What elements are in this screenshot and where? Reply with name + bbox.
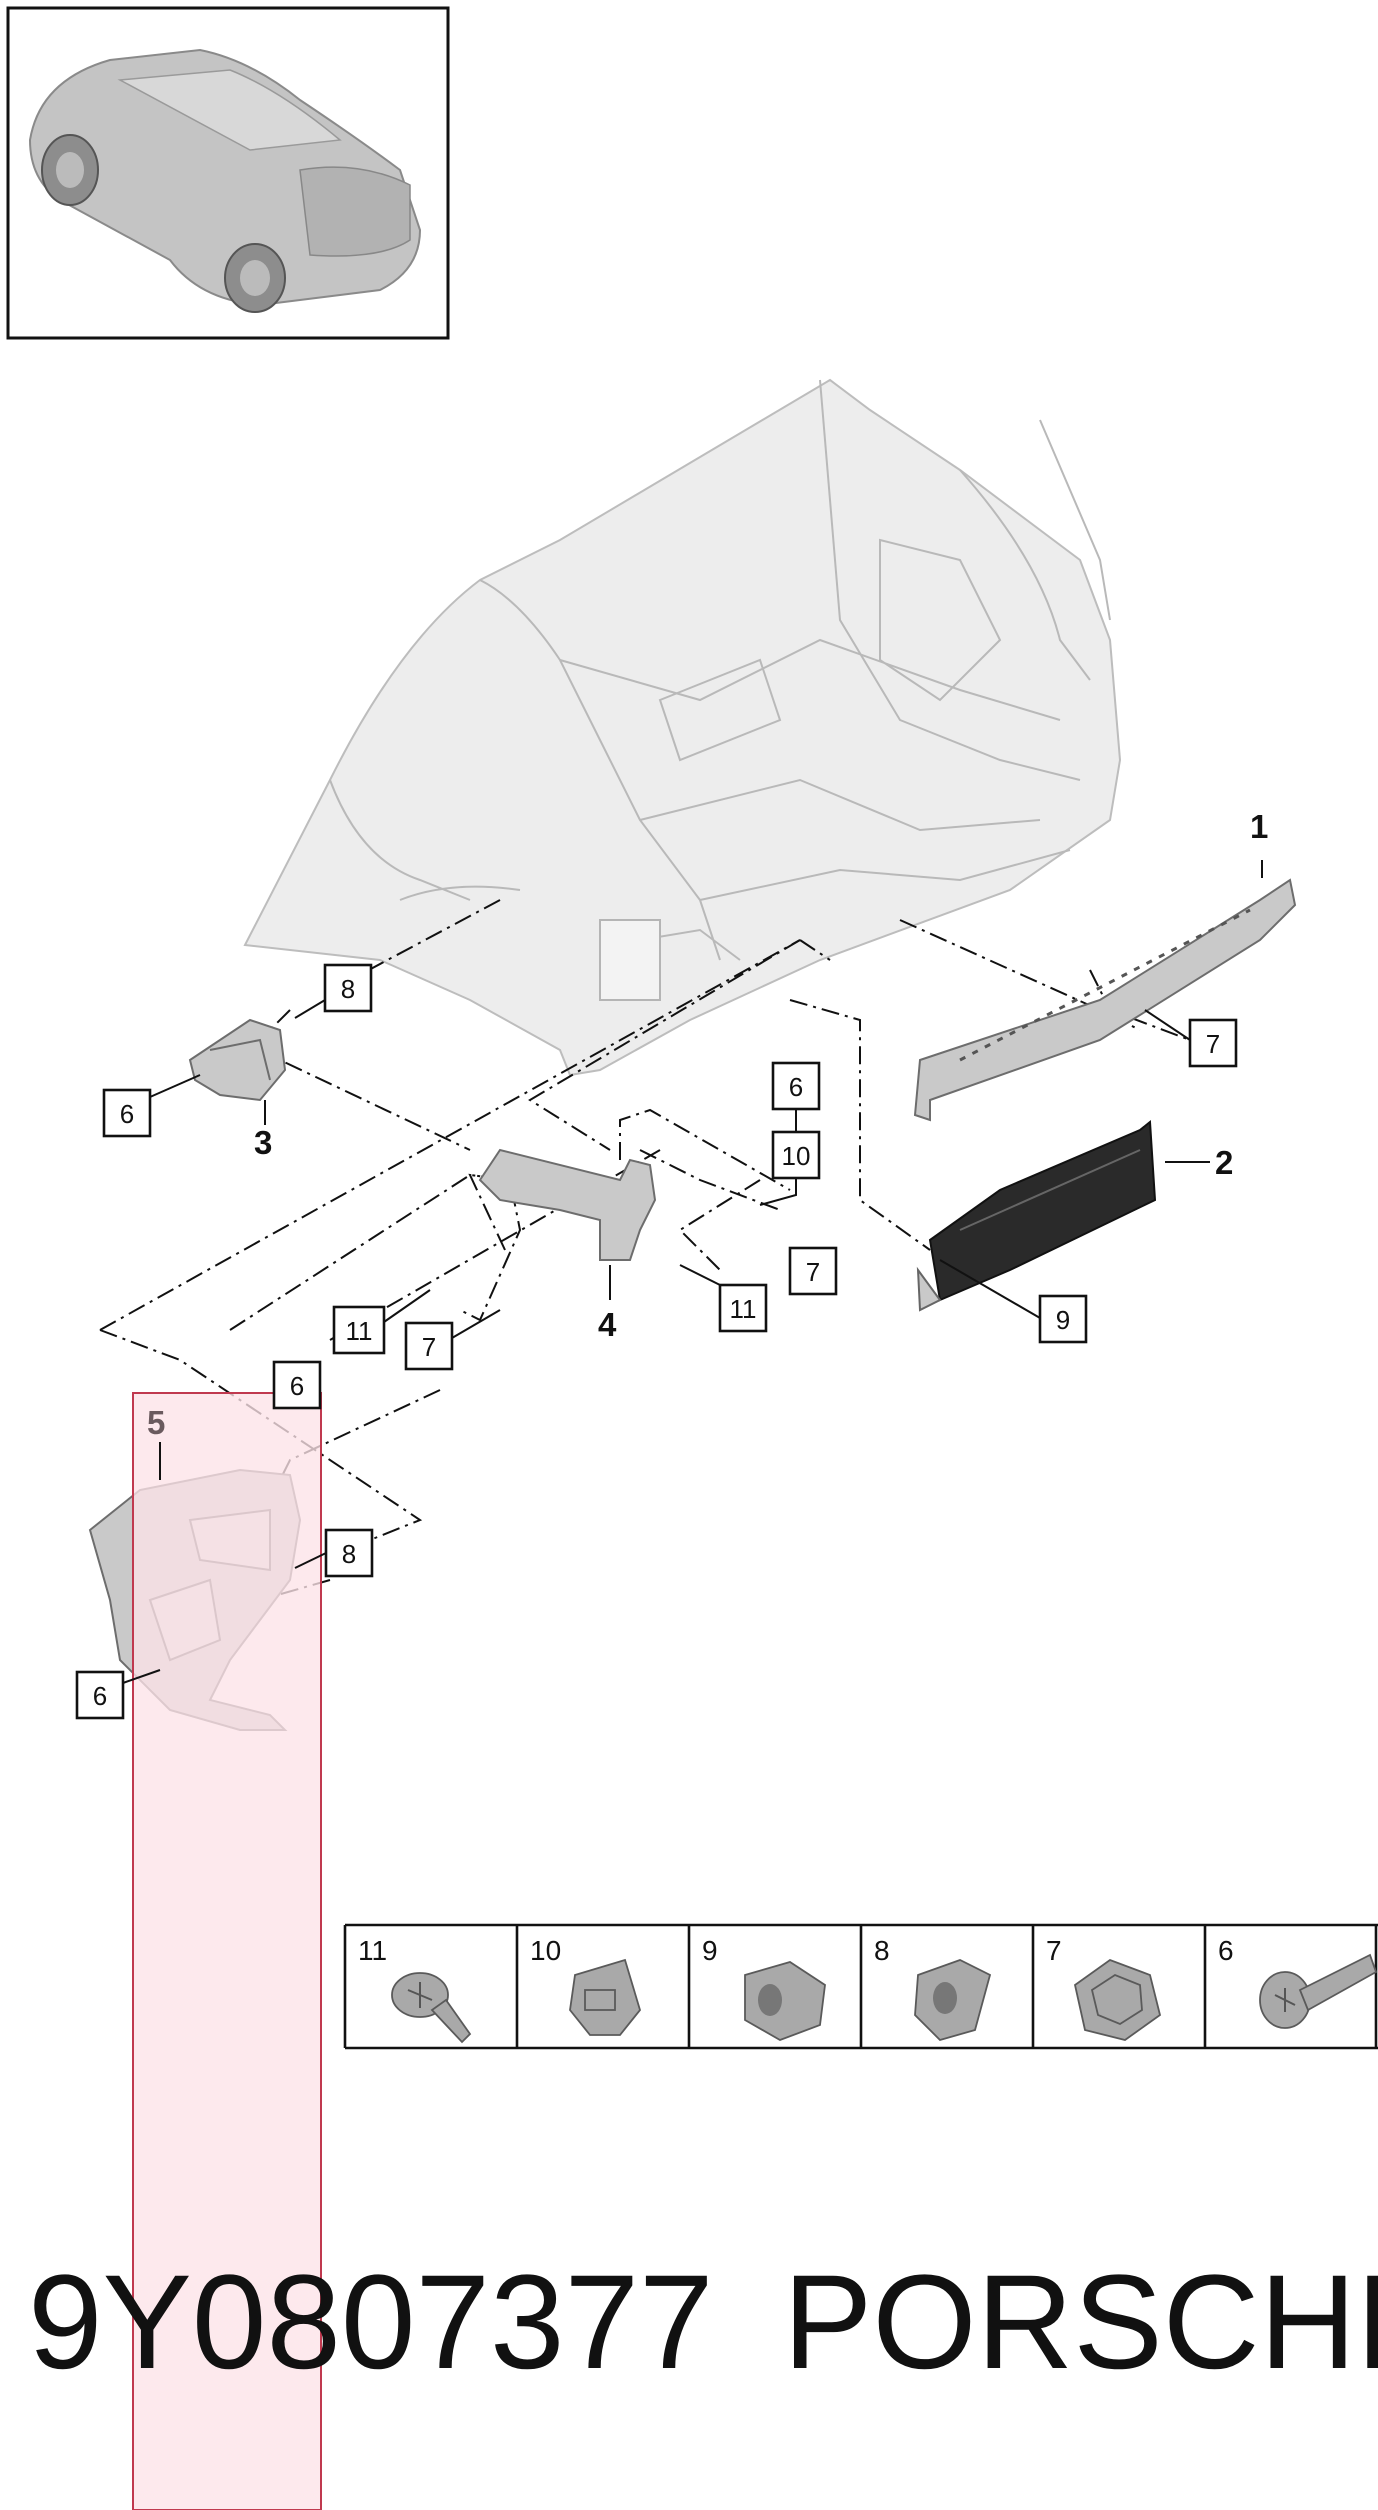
callout-6-mid: 6 [771, 1061, 821, 1132]
hex-nut-icon [744, 1961, 826, 2041]
part-3-bracket [188, 1018, 287, 1102]
callout-7-left: 7 [404, 1309, 501, 1371]
vehicle-thumbnail [6, 6, 450, 340]
self-tapping-screw-icon [391, 1972, 472, 2044]
expansion-clip-icon [569, 1958, 641, 2036]
callout-11-mid: 11 [679, 1264, 768, 1333]
rear-body-structure [243, 378, 1122, 1077]
part-number-2: 2 [1215, 1144, 1233, 1181]
callout-8-low: 8 [294, 1528, 374, 1578]
svg-text:7: 7 [1046, 1935, 1062, 1966]
part-number-4: 4 [598, 1306, 617, 1343]
svg-text:11: 11 [346, 1316, 373, 1346]
svg-text:6: 6 [120, 1099, 134, 1129]
spring-nut-icon [914, 1959, 992, 2042]
torx-bolt-icon [1259, 1953, 1378, 2029]
svg-text:7: 7 [1206, 1029, 1220, 1059]
svg-text:10: 10 [530, 1935, 561, 1966]
part-1-bumper-bracket [913, 878, 1297, 1122]
fastener-cell-9: 9 [702, 1935, 826, 2041]
svg-text:10: 10 [782, 1141, 811, 1171]
fastener-cell-11: 11 [358, 1935, 472, 2044]
callout-6-left: 6 [102, 1074, 201, 1138]
svg-text:8: 8 [874, 1935, 890, 1966]
svg-text:7: 7 [806, 1257, 820, 1287]
fastener-cell-10: 10 [530, 1935, 641, 2036]
part-number-3: 3 [254, 1124, 272, 1161]
part-code-caption: 9Y0807377 [28, 2248, 714, 2397]
svg-text:7: 7 [422, 1332, 436, 1362]
callout-9: 9 [939, 1259, 1088, 1344]
highlight-overlay [132, 1392, 322, 2510]
svg-text:6: 6 [290, 1371, 304, 1401]
svg-text:6: 6 [1218, 1935, 1234, 1966]
svg-text:9: 9 [702, 1935, 718, 1966]
svg-text:8: 8 [341, 974, 355, 1004]
svg-text:6: 6 [789, 1072, 803, 1102]
callout-7-mid: 7 [788, 1246, 838, 1296]
callout-10: 10 [759, 1130, 821, 1206]
brand-caption: PORSCHE [783, 2248, 1378, 2397]
svg-text:9: 9 [1056, 1305, 1070, 1335]
callout-6-bottom: 6 [75, 1669, 161, 1720]
svg-text:11: 11 [730, 1294, 757, 1324]
callout-8-top: 8 [294, 963, 373, 1019]
fastener-cell-6: 6 [1218, 1935, 1378, 2029]
part-number-1: 1 [1250, 808, 1268, 845]
part-number-5: 5 [147, 1404, 165, 1441]
fastener-cell-8: 8 [874, 1935, 992, 2042]
flange-nut-icon [1073, 1958, 1162, 2041]
svg-text:8: 8 [342, 1539, 356, 1569]
assembly-lines [99, 899, 1191, 1601]
callout-11-left: 11 [332, 1289, 431, 1355]
svg-text:11: 11 [358, 1935, 387, 1966]
car-icon [28, 48, 422, 313]
callout-6-low: 6 [272, 1360, 322, 1410]
callout-7-right: 7 [1144, 1009, 1238, 1068]
fastener-table: 11 10 9 8 [343, 1923, 1378, 2050]
part-2-bumper-trim [916, 1120, 1157, 1312]
fastener-cell-7: 7 [1046, 1935, 1162, 2041]
svg-text:6: 6 [93, 1681, 107, 1711]
part-4-center-bracket [478, 1148, 657, 1261]
